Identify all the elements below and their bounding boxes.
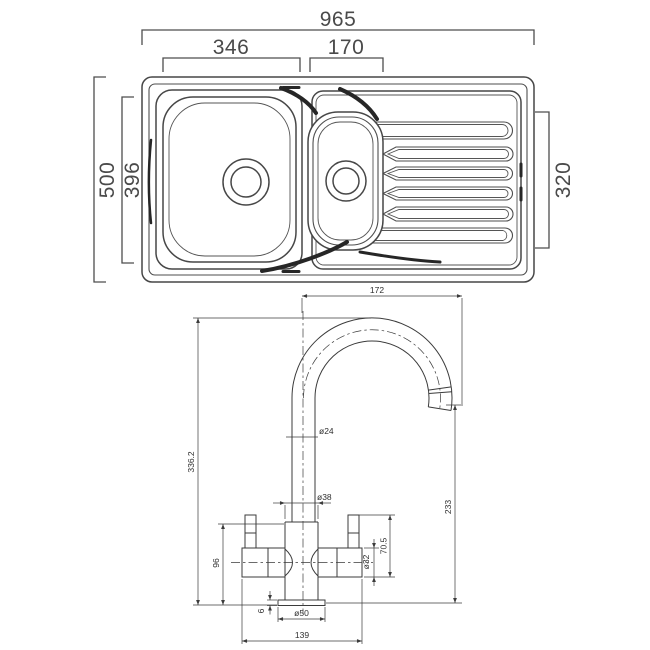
dim-spout-reach: 172 [301,285,463,404]
dim-half-bowl-width: 170 [309,36,384,72]
dim-label-96: 96 [211,558,221,568]
dim-spout-tube-diameter: ø24 [286,426,334,438]
tap-front-view: 172 336.2 96 233 70.5 [186,285,463,644]
dim-overall-height: 336.2 [186,317,371,606]
dim-label-70-5: 70.5 [379,537,389,554]
dim-outlet-height: 233 [326,404,463,604]
dim-main-bowl-width: 346 [162,36,301,72]
dim-label-172: 172 [370,285,384,295]
dim-label-139: 139 [295,630,309,640]
half-bowl-drain [325,160,367,202]
tap-left-handle [241,514,293,578]
tap-right-handle [310,514,363,578]
dim-label-233: 233 [443,500,453,514]
dim-label-396: 396 [121,162,144,199]
dim-label-d32: ø32 [361,554,371,569]
tap-base-plate [277,599,326,606]
dim-sink-overall-width: 965 [141,8,535,45]
dim-label-320: 320 [552,162,575,199]
tap-right-lever [347,514,360,549]
dim-label-d50: ø50 [294,608,309,618]
dim-sink-overall-depth: 500 [93,76,119,283]
dim-label-500: 500 [96,162,119,199]
main-bowl-drain [222,158,270,206]
dim-label-336-2: 336.2 [186,451,196,473]
dim-handle-diameter: ø32 [361,539,379,586]
dim-label-346: 346 [213,36,250,59]
dim-base-plate-thickness: 6 [256,591,277,615]
sink-half-bowl [307,111,384,251]
dim-base-plate-diameter: ø50 [277,607,326,622]
dim-body-height: 96 [211,523,284,605]
dim-handle-assembly-height: 70.5 [359,514,395,578]
dim-label-170: 170 [328,36,365,59]
dim-label-6: 6 [256,608,266,613]
sink-main-bowl [155,89,303,270]
dim-label-d24: ø24 [319,426,334,436]
dim-label-965: 965 [320,8,357,31]
dim-label-d38: ø38 [317,492,332,502]
dim-drainer-depth: 320 [535,111,575,249]
dim-main-bowl-depth: 396 [121,96,144,264]
tap-left-lever [244,514,257,549]
sink-drainer [311,90,522,270]
sink-top-view: 965 346 170 500 396 320 [93,8,575,283]
dim-body-diameter: ø38 [273,492,332,519]
dim-overall-base-width: 139 [241,579,363,644]
sink-shading-accents [147,86,523,273]
tap-spout-outlet [428,386,452,411]
tap-spout [291,317,453,522]
drainer-ribs [344,121,514,244]
